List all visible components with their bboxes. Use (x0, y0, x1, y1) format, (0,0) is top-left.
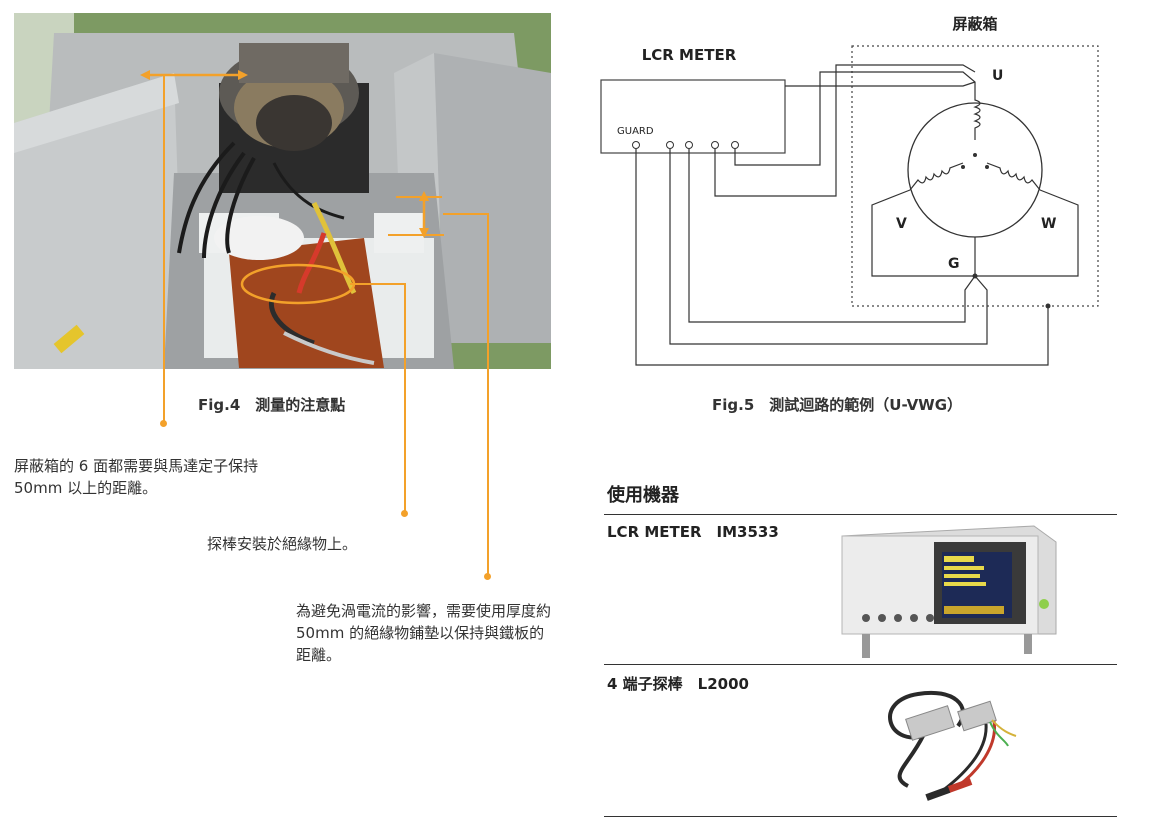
leader-line-probe-h (350, 283, 406, 285)
leader-line-eddy-h (443, 213, 489, 215)
figure4-caption: Fig.4 測量的注意點 (198, 396, 346, 414)
leader-line-probe (404, 283, 406, 513)
leader-dot-probe (401, 510, 408, 517)
equipment-probe-label: 4 端子探棒 L2000 (607, 675, 749, 693)
motor-measurement-photo (14, 13, 551, 369)
lcr-meter-image (841, 525, 1057, 658)
four-terminal-probe-image (888, 690, 1017, 801)
equipment-lcr-meter-label: LCR METER IM3533 (607, 523, 779, 541)
terminal-w-label: W (1041, 216, 1056, 232)
note-eddy-current: 為避免渦電流的影響，需要使用厚度約 50mm 的絕緣物鋪墊以保持與鐵板的距離。 (296, 602, 552, 664)
note-probe-insulator: 探棒安裝於絕緣物上。 (207, 535, 358, 553)
figure5-caption: Fig.5 測試迴路的範例（U-VWG） (712, 396, 963, 414)
terminal-v-label: V (896, 216, 907, 232)
note-shield-distance: 屏蔽箱的 6 面都需要與馬達定子保持 50mm 以上的距離。 (14, 457, 259, 497)
equipment-bottom-rule (604, 816, 1117, 817)
equipment-top-rule (604, 514, 1117, 515)
guard-label: GUARD (617, 126, 654, 137)
leader-line-distance (163, 75, 165, 423)
terminal-g-label: G (948, 256, 960, 272)
shield-box (851, 45, 1099, 307)
terminal-u-label: U (992, 68, 1003, 84)
shield-box-label: 屏蔽箱 (952, 15, 997, 33)
equipment-section-title: 使用機器 (607, 485, 679, 506)
leader-dot-distance (160, 420, 167, 427)
lcr-meter-label: LCR METER (642, 46, 737, 64)
leader-line-eddy (487, 213, 489, 575)
lcr-meter-box (600, 79, 786, 154)
test-circuit-diagram: 屏蔽箱 LCR METER GUARD U V W G (600, 15, 1099, 366)
leader-dot-eddy (484, 573, 491, 580)
equipment-middle-rule (604, 664, 1117, 665)
